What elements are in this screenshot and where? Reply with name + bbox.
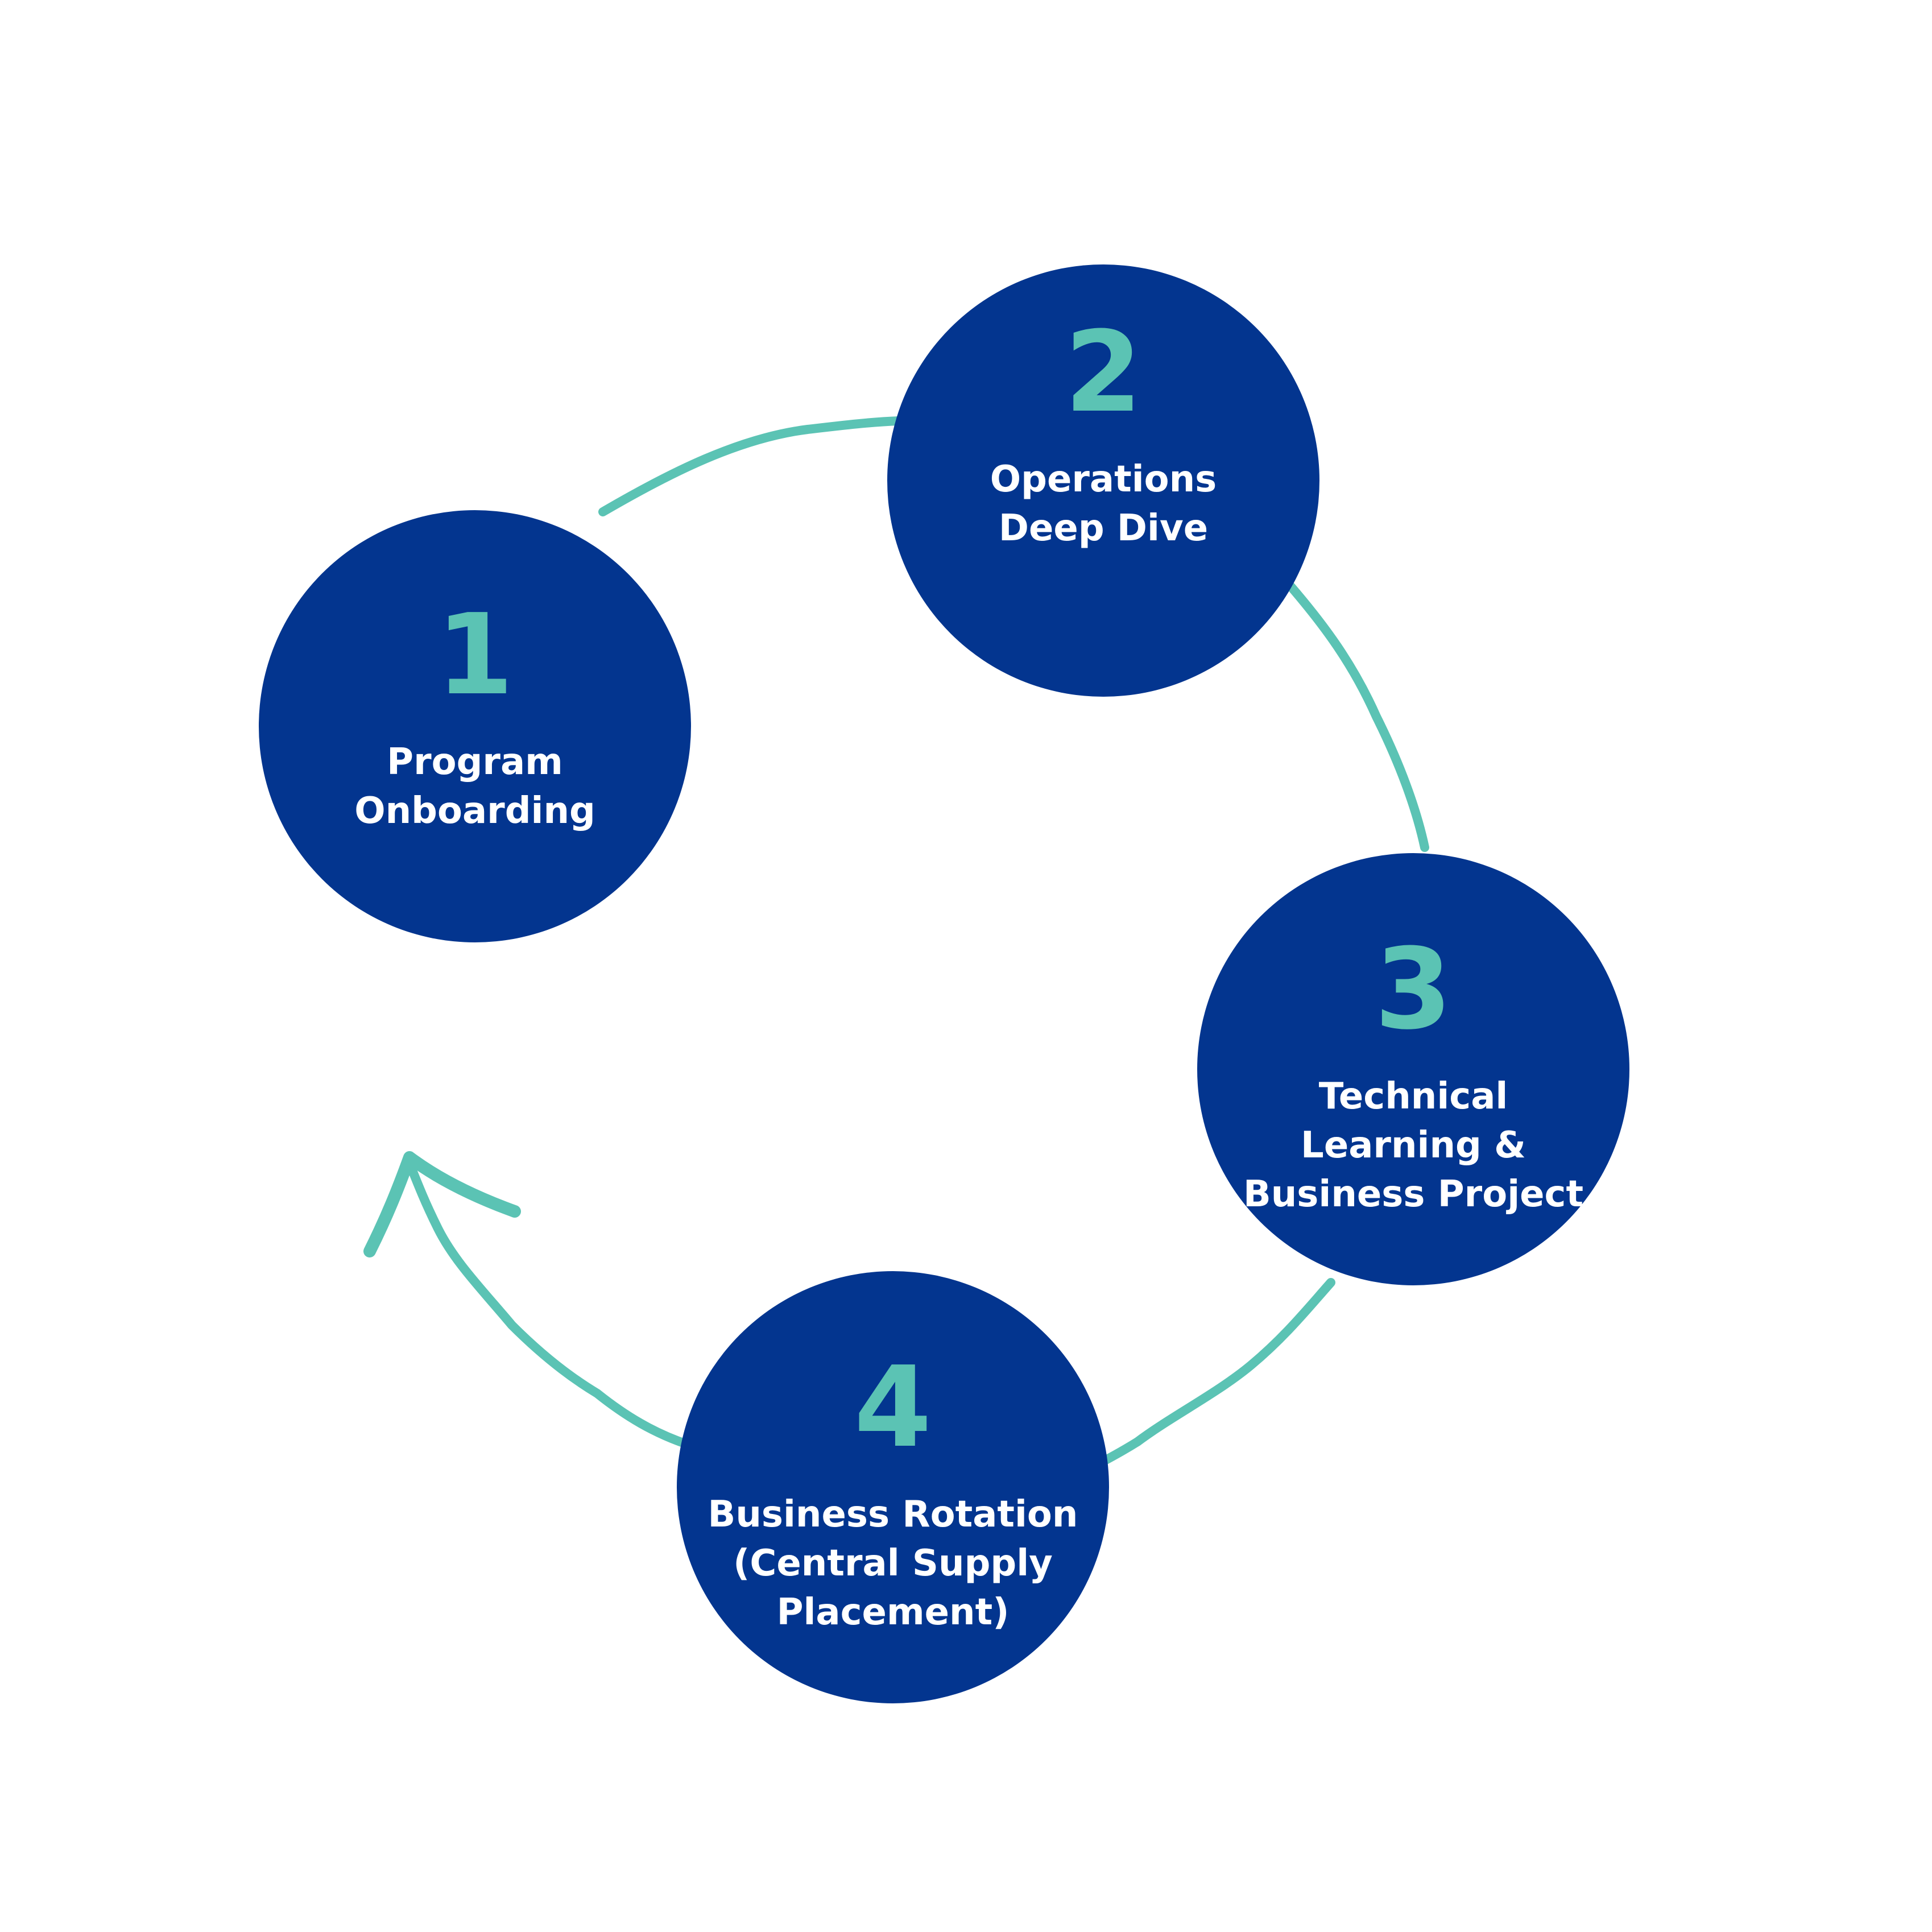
step-1-label: Program Onboarding: [354, 741, 595, 832]
step-2-circle: 2 Operations Deep Dive: [887, 264, 1319, 697]
step-2-number: 2: [1064, 308, 1143, 437]
step-4-number: 4: [854, 1343, 932, 1472]
step-3-number: 3: [1374, 925, 1453, 1054]
step-3-circle: 3 Technical Learning & Business Project: [1197, 853, 1629, 1285]
step-4-circle: 4 Business Rotation (Central Supply Plac…: [677, 1271, 1109, 1703]
connector-1-to-2: [598, 416, 903, 516]
connector-4-to-1: [404, 1156, 693, 1449]
step-4-label: Business Rotation (Central Supply Placem…: [708, 1494, 1078, 1633]
step-1-number: 1: [436, 590, 514, 720]
connector-3-to-4: [1065, 1278, 1335, 1483]
step-1-circle: 1 Program Onboarding: [259, 510, 691, 942]
arrowhead-icon: [363, 1151, 521, 1257]
step-3-label: Technical Learning & Business Project: [1243, 1075, 1584, 1215]
step-2-label: Operations Deep Dive: [990, 458, 1217, 549]
connector-2-to-3: [1281, 576, 1429, 852]
